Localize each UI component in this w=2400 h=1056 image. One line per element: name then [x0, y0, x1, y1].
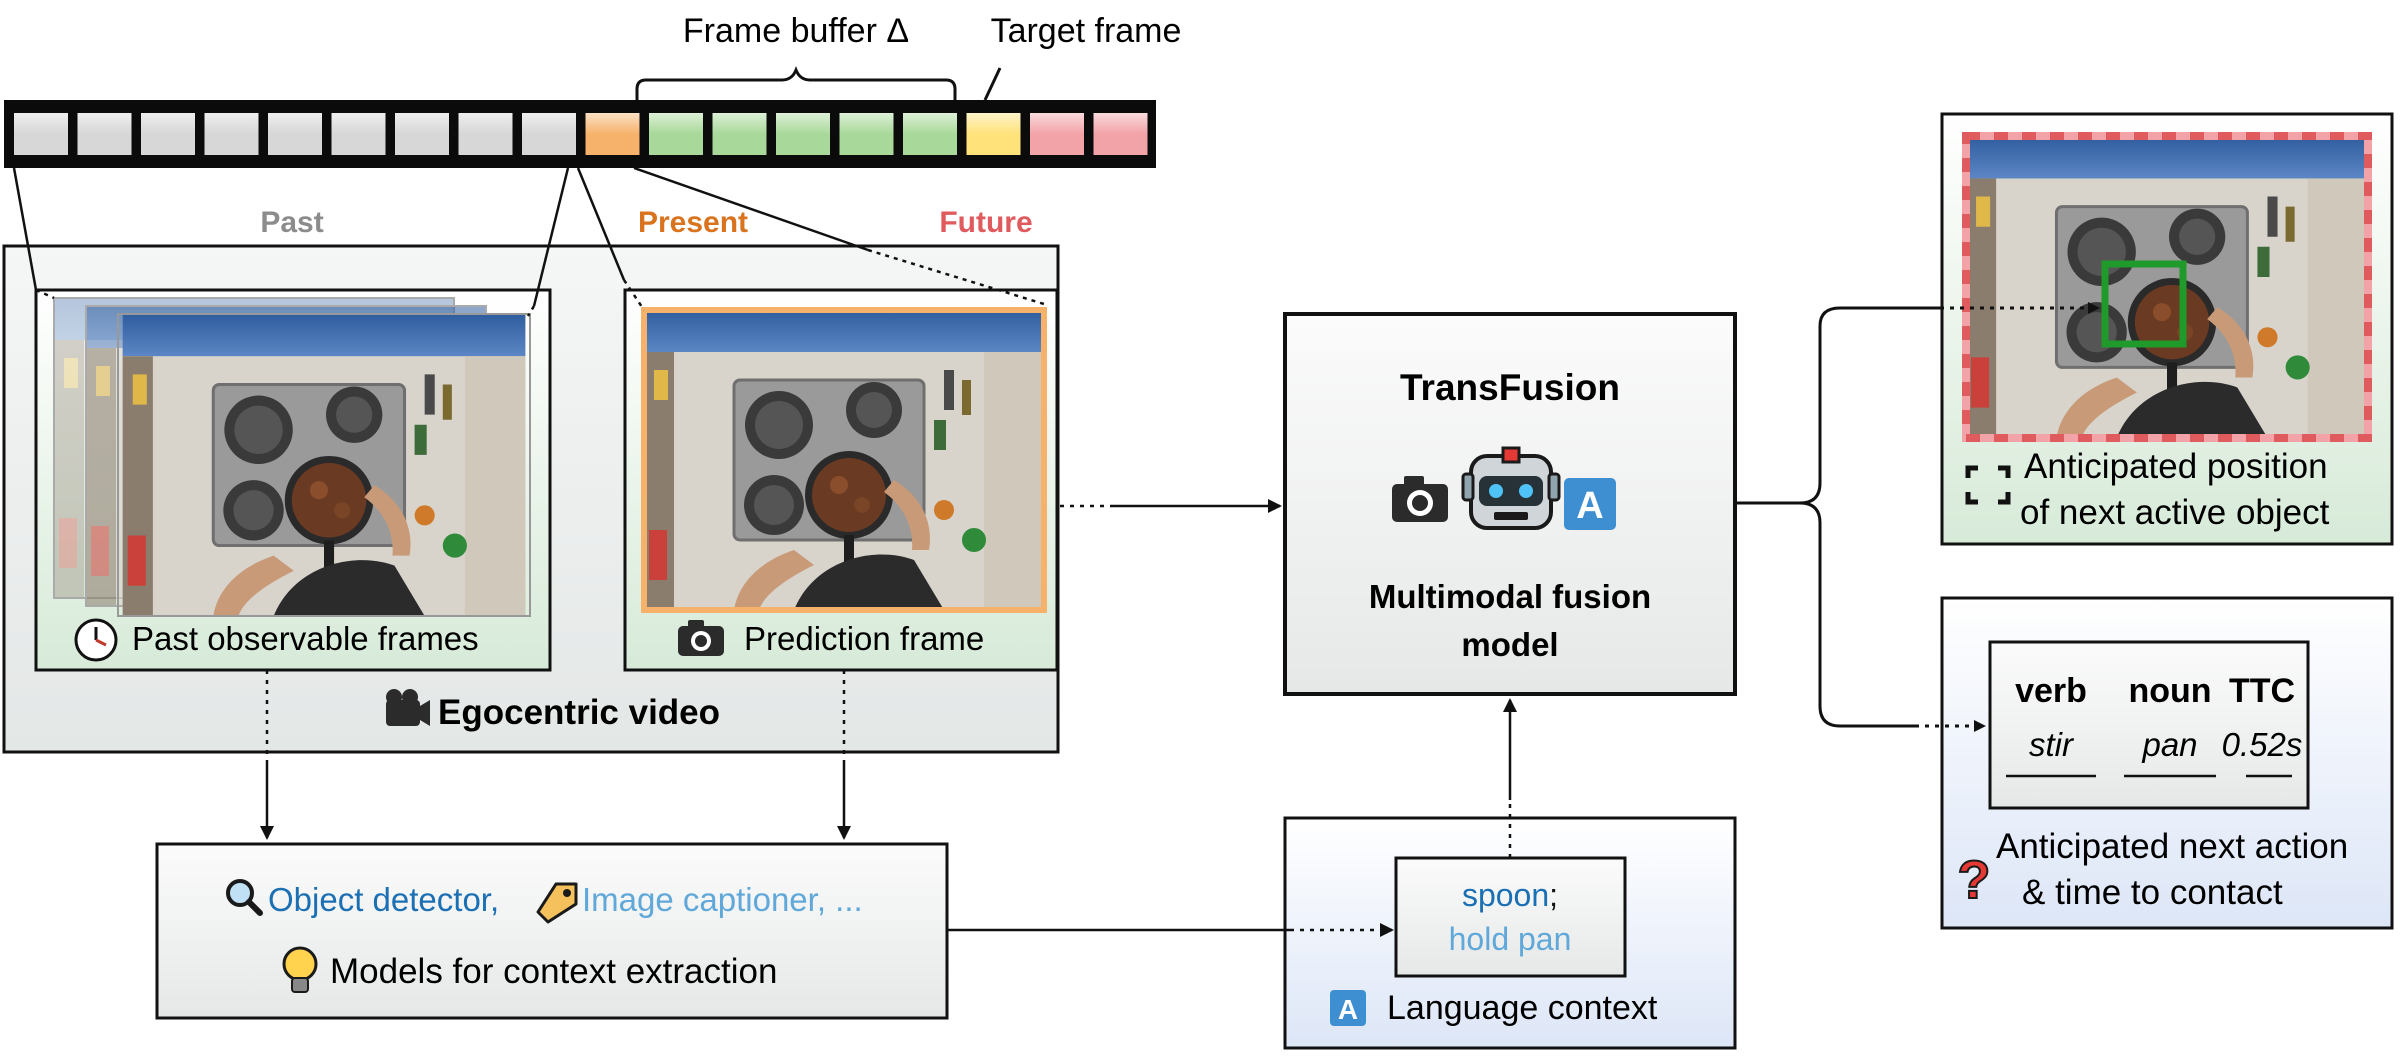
timeline-frame-shine [649, 113, 703, 134]
future-label: Future [939, 206, 1032, 239]
timeline-bar [4, 100, 1156, 168]
context-object: spoon [1462, 877, 1549, 913]
timeline-frame-shine [458, 113, 513, 134]
context-models-title: Models for context extraction [330, 952, 777, 991]
model-description-line2: model [1461, 626, 1558, 663]
anticipated-action-panel: verb noun TTC stir pan 0.52s ? Anticipat… [1940, 596, 2394, 930]
frame-buffer-label: Frame buffer Δ [683, 12, 909, 50]
timeline-frame-shine [14, 113, 68, 134]
egocentric-video-title: Egocentric video [438, 693, 720, 732]
past-frame-stack [53, 297, 531, 617]
language-context-panel: spoon; hold pan A Language context [1283, 816, 1737, 1050]
timeline-frame-shine [204, 113, 259, 134]
text-a-icon: A [1330, 990, 1366, 1026]
anticipated-position-panel: Anticipated position of next active obje… [1940, 112, 2394, 546]
clock-icon [74, 618, 118, 662]
timeline-frame-shine [268, 113, 322, 134]
action-label-line1: Anticipated next action [1996, 827, 2348, 866]
target-frame-pointer [983, 67, 1002, 101]
timeline-frame-shine [141, 113, 195, 134]
transfusion-model-box: TransFusion A Multimodal fusion model [1283, 312, 1737, 696]
timeline-frame-shine [331, 113, 386, 134]
verb-value: stir [2029, 726, 2075, 763]
timeline-frame-shine [966, 113, 1021, 134]
timeline-frame-shine [585, 113, 640, 134]
action-table [1988, 640, 2310, 810]
position-label-line1: Anticipated position [2024, 447, 2328, 486]
model-name: TransFusion [1400, 367, 1620, 408]
timeline-frame-shine [839, 113, 894, 134]
ttc-value: 0.52s [2222, 726, 2303, 763]
svg-text:A: A [1338, 994, 1358, 1025]
timeline-frame-shine [712, 113, 767, 134]
language-context-text: spoon; [1462, 877, 1558, 913]
timeline-frame-shine [522, 113, 576, 134]
timeline-projection-lines [12, 166, 1045, 317]
timeline-frame-shine [776, 113, 830, 134]
model-description-line1: Multimodal fusion [1369, 578, 1651, 615]
robot-icon [1461, 446, 1561, 530]
timeline-frame-shine [1030, 113, 1084, 134]
action-label-line2: & time to contact [2022, 873, 2283, 912]
lightbulb-icon [282, 946, 318, 993]
ttc-header: TTC [2229, 672, 2295, 710]
timeline-frame-shine [1093, 113, 1148, 134]
frame-timeline: Frame buffer Δ Target frame Past Present… [4, 12, 1181, 239]
video-to-context-arrows [260, 670, 851, 840]
prediction-frame-image [644, 310, 1044, 610]
present-label: Present [638, 206, 748, 239]
object-detector-label: Object detector, [268, 881, 499, 918]
language-context-title: Language context [1387, 989, 1658, 1027]
target-frame-image [1966, 136, 2368, 438]
question-mark-icon: ? [1957, 849, 1992, 911]
bounding-box-corners-icon [1965, 465, 2011, 505]
timeline-frame-shine [395, 113, 449, 134]
magnifier-icon [226, 879, 263, 916]
svg-text:?: ? [1958, 850, 1991, 910]
video-camera-icon [386, 689, 430, 726]
model-to-output-connector [1735, 302, 2100, 732]
verb-header: verb [2015, 672, 2087, 710]
image-captioner-label: Image captioner, ... [582, 881, 863, 918]
frame-buffer-brace-line [635, 65, 957, 100]
noun-value: pan [2141, 726, 2197, 763]
context-action: hold pan [1449, 921, 1572, 957]
past-frames-label: Past observable frames [132, 620, 479, 657]
timeline-frame-shine [903, 113, 957, 134]
egocentric-video-panel: Past observable frames Prediction frame … [2, 244, 1060, 754]
timeline-frame-shine [77, 113, 132, 134]
noun-header: noun [2128, 672, 2211, 710]
language-context-card [1394, 856, 1627, 978]
context-extraction-box: Object detector, Image captioner, ... Mo… [155, 842, 949, 1020]
text-a-icon-model: A [1564, 478, 1616, 530]
position-label-line2: of next active object [2020, 493, 2330, 532]
svg-text:A: A [1576, 485, 1603, 527]
camera-icon [678, 620, 724, 656]
active-object-bounding-box [2101, 260, 2187, 348]
prediction-frame-label: Prediction frame [744, 620, 984, 657]
past-label: Past [260, 206, 323, 239]
camera-icon-model [1392, 476, 1448, 522]
tag-icon [536, 882, 578, 924]
target-frame-label: Target frame [991, 12, 1182, 50]
context-object-separator: ; [1549, 877, 1558, 913]
